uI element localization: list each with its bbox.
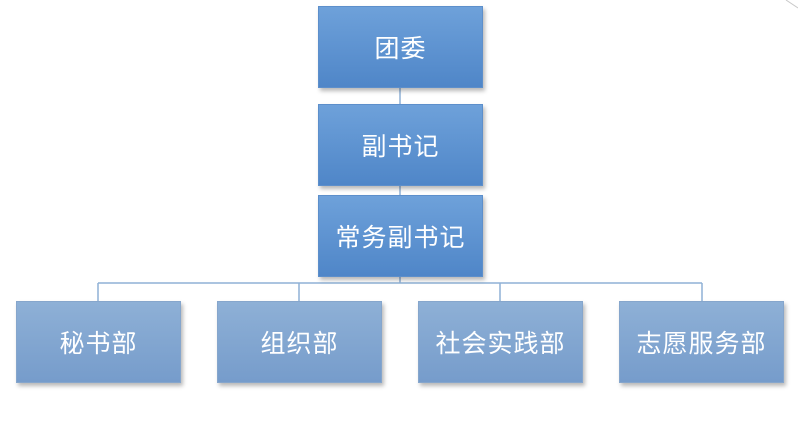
node-label: 志愿服务部	[636, 329, 767, 358]
node-deputy-secretary[interactable]: 副书记	[318, 104, 483, 186]
node-label: 团委	[374, 34, 427, 63]
node-executive-deputy-secretary[interactable]: 常务副书记	[318, 195, 483, 277]
node-league-committee[interactable]: 团委	[318, 6, 483, 88]
node-social-practice-dept[interactable]: 社会实践部	[418, 301, 583, 383]
node-secretariat[interactable]: 秘书部	[16, 301, 181, 383]
node-organization-dept[interactable]: 组织部	[217, 301, 382, 383]
node-label: 副书记	[361, 132, 440, 161]
node-label: 组织部	[260, 329, 339, 358]
node-label: 社会实践部	[435, 329, 566, 358]
corner-marker	[785, 0, 798, 9]
node-label: 常务副书记	[335, 223, 466, 252]
node-volunteer-service-dept[interactable]: 志愿服务部	[619, 301, 784, 383]
node-label: 秘书部	[59, 329, 138, 358]
